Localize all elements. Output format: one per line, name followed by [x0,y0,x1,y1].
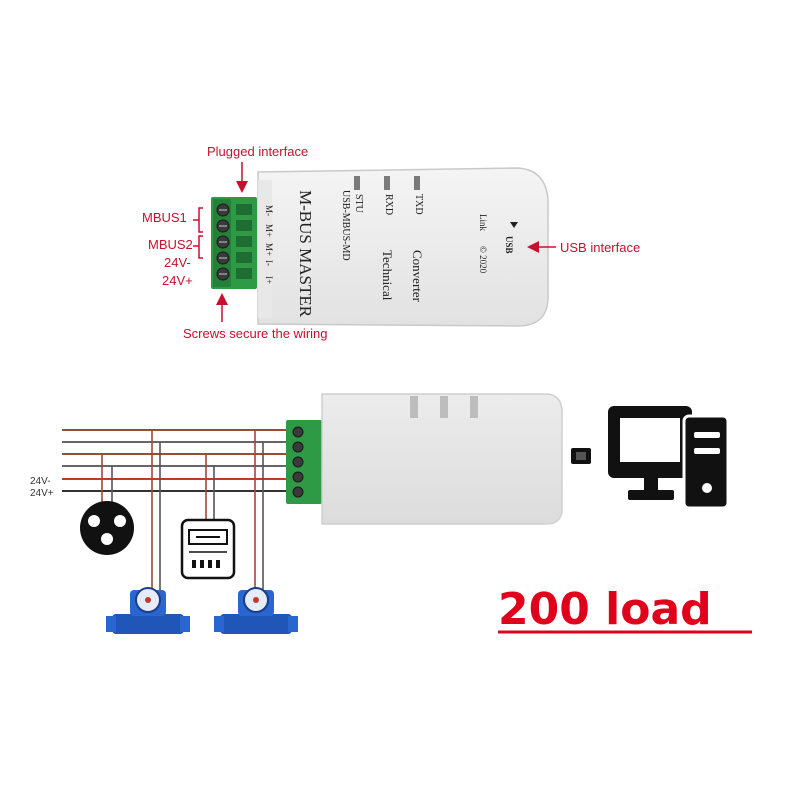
callout-mbus1: MBUS1 [142,210,187,225]
device-model: USB-MBUS-MD [340,190,351,261]
led-label-rxd: RXD [383,194,394,215]
pin-label-5: M- [264,205,274,216]
device-body-side [321,393,563,525]
device-brand: Link [478,214,488,231]
water-meter-icon-2 [214,587,298,634]
device-converter: Converter [410,250,425,303]
device-body [257,167,549,327]
usb-dongle-icon [571,448,591,464]
computer-icon [608,406,730,510]
pin-label-1: I+ [264,276,274,284]
led-label-stu: STU [353,194,364,214]
device-title: M-BUS MASTER [296,190,315,318]
device-technical: Technical [380,250,395,301]
round-meter-icon [80,501,134,555]
callout-usb-interface: USB interface [560,240,640,255]
callout-screws: Screws secure the wiring [183,326,328,341]
callout-plugged-interface: Plugged interface [207,144,308,159]
water-meter-icon-1 [106,587,190,634]
terminal-block [211,197,257,289]
device-side-view [286,393,563,525]
usb-arrow-icon [510,222,518,228]
device-usb-label: USB [504,236,514,254]
led-label-txd: TXD [413,194,424,215]
led-windows [354,176,420,190]
pin-label-4: M+ [264,224,274,237]
bus-label-24v-minus: 24V- [30,476,51,487]
callout-24v-minus: 24V- [164,255,191,270]
bus-label-24v-plus: 24V+ [30,488,54,499]
bus-lines [62,429,292,492]
callout-mbus2: MBUS2 [148,237,193,252]
callout-24v-plus: 24V+ [162,273,193,288]
load-label: 200 load [498,584,712,635]
device-top-view: M-BUS MASTER USB-MBUS-MD STU RXD TXD Tec… [211,167,549,327]
callouts: Plugged interface MBUS1 MBUS2 24V- 24V+ … [142,144,640,341]
pin-label-2: I- [264,260,274,266]
electric-meter-icon [180,518,236,580]
pin-label-3: M+ [264,243,274,256]
device-copyright: © 2020 [478,246,488,274]
